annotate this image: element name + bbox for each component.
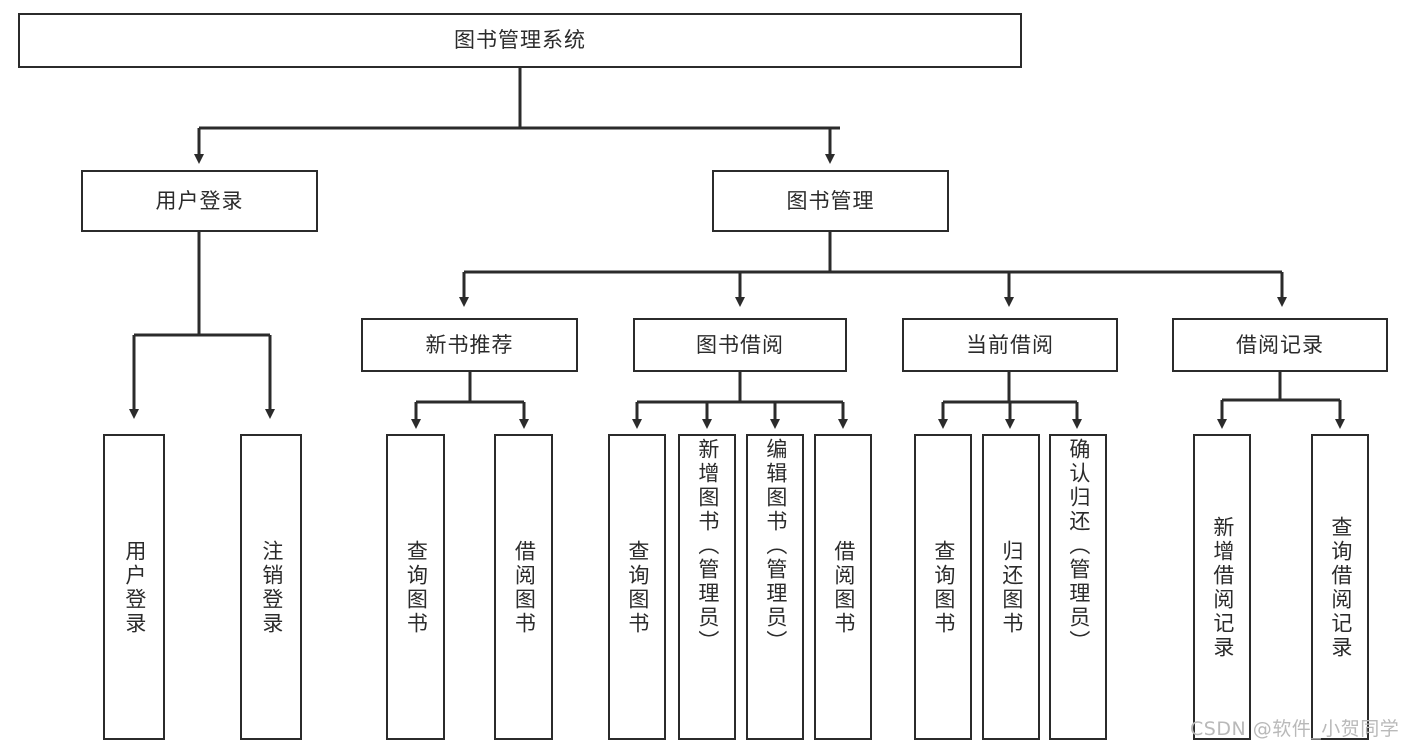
node-borrow-record[interactable]: 借阅记录 [1172, 318, 1388, 372]
node-leaf-query-book-1[interactable]: 查询图书 [386, 434, 445, 740]
node-user-login-label: 用户登录 [155, 188, 244, 213]
node-current-borrow-label: 当前借阅 [966, 332, 1054, 357]
node-leaf-confirm-return[interactable]: 确认归还（管理员） [1049, 434, 1107, 740]
node-book-borrow[interactable]: 图书借阅 [633, 318, 847, 372]
node-root[interactable]: 图书管理系统 [18, 13, 1022, 68]
watermark-text: CSDN @软件_小贺同学 [1190, 718, 1400, 740]
node-leaf-edit-book-label: 编辑图书（管理员） [763, 438, 788, 654]
node-leaf-add-book-label: 新增图书（管理员） [695, 438, 720, 654]
node-root-label: 图书管理系统 [454, 28, 586, 53]
node-leaf-add-record[interactable]: 新增借阅记录 [1193, 434, 1251, 740]
node-leaf-borrow-book-1[interactable]: 借阅图书 [494, 434, 553, 740]
node-leaf-query-book-3[interactable]: 查询图书 [914, 434, 972, 740]
node-leaf-add-record-label: 新增借阅记录 [1210, 516, 1235, 660]
node-leaf-query-record-label: 查询借阅记录 [1328, 516, 1353, 660]
node-leaf-user-logout[interactable]: 注销登录 [240, 434, 302, 740]
node-leaf-confirm-return-label: 确认归还（管理员） [1066, 438, 1091, 654]
node-book-manage-label: 图书管理 [786, 188, 875, 213]
node-book-manage[interactable]: 图书管理 [712, 170, 949, 232]
node-leaf-return-book[interactable]: 归还图书 [982, 434, 1040, 740]
node-user-login[interactable]: 用户登录 [81, 170, 318, 232]
node-new-book-rec[interactable]: 新书推荐 [361, 318, 578, 372]
node-leaf-query-book-2-label: 查询图书 [625, 540, 650, 636]
node-leaf-borrow-book-2-label: 借阅图书 [831, 540, 856, 636]
node-leaf-query-book-1-label: 查询图书 [404, 540, 429, 636]
node-leaf-borrow-book-1-label: 借阅图书 [512, 540, 537, 636]
node-leaf-edit-book[interactable]: 编辑图书（管理员） [746, 434, 804, 740]
node-leaf-query-book-3-label: 查询图书 [931, 540, 956, 636]
node-leaf-user-login[interactable]: 用户登录 [103, 434, 165, 740]
node-current-borrow[interactable]: 当前借阅 [902, 318, 1118, 372]
node-leaf-user-logout-label: 注销登录 [259, 540, 284, 636]
node-leaf-add-book[interactable]: 新增图书（管理员） [678, 434, 736, 740]
node-leaf-borrow-book-2[interactable]: 借阅图书 [814, 434, 872, 740]
node-book-borrow-label: 图书借阅 [696, 332, 784, 357]
node-leaf-query-record[interactable]: 查询借阅记录 [1311, 434, 1369, 740]
node-leaf-return-book-label: 归还图书 [999, 540, 1024, 636]
node-leaf-query-book-2[interactable]: 查询图书 [608, 434, 666, 740]
node-new-book-rec-label: 新书推荐 [425, 332, 514, 357]
node-borrow-record-label: 借阅记录 [1236, 332, 1324, 357]
node-leaf-user-login-label: 用户登录 [122, 540, 147, 636]
